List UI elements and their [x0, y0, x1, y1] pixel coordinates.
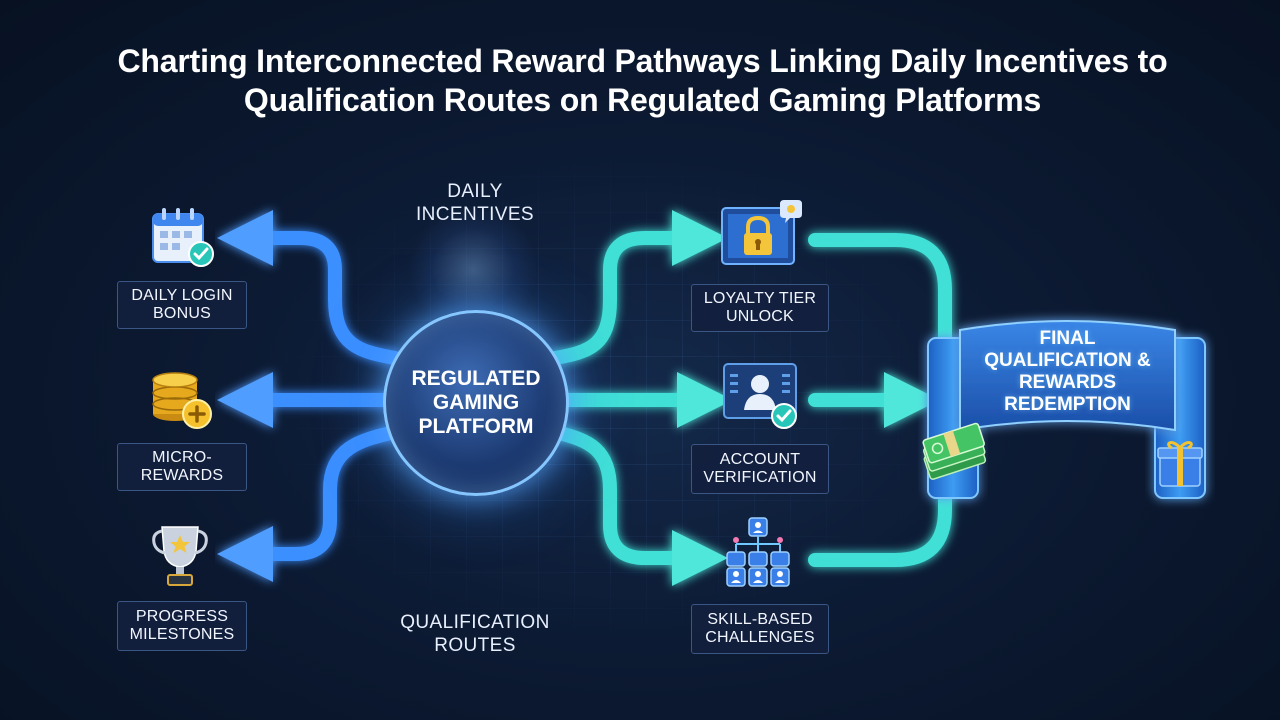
- section-label-qualification-routes: QUALIFICATION ROUTES: [400, 612, 550, 656]
- flow-to-daily-login: [217, 210, 402, 365]
- flow-loyalty-to-final: [808, 233, 952, 347]
- final-node-label: FINAL QUALIFICATION & REWARDS REDEMPTION: [984, 328, 1151, 415]
- final-arch: [927, 320, 1206, 499]
- node-label-daily-login-bonus: DAILY LOGIN BONUS: [117, 281, 247, 329]
- right-flows: [548, 210, 733, 586]
- flow-to-milestones: [217, 425, 402, 582]
- left-flows: [217, 210, 402, 582]
- node-label-progress-milestones: PROGRESS MILESTONES: [117, 601, 247, 651]
- id-card-check-icon: [723, 363, 797, 429]
- padlock-screen-icon: [721, 200, 802, 265]
- coin-stack-icon: [152, 372, 212, 429]
- flow-challenges-to-final: [808, 483, 952, 567]
- node-label-account-verification: ACCOUNT VERIFICATION: [691, 444, 829, 494]
- calendar-check-icon: [152, 208, 214, 267]
- flow-to-loyalty: [548, 210, 728, 365]
- node-label-loyalty-tier-unlock: LOYALTY TIER UNLOCK: [691, 284, 829, 332]
- org-chart-icon: [726, 517, 790, 587]
- final-flows: [808, 233, 952, 567]
- flow-to-challenges: [548, 425, 728, 586]
- hub-node: REGULATED GAMING PLATFORM: [383, 310, 569, 496]
- node-label-micro-rewards: MICRO-REWARDS: [117, 443, 247, 491]
- hub-label: REGULATED GAMING PLATFORM: [411, 367, 541, 438]
- node-label-skill-based-challenges: SKILL-BASED CHALLENGES: [691, 604, 829, 654]
- trophy-icon: [152, 526, 208, 586]
- section-label-daily-incentives: DAILY INCENTIVES: [415, 181, 535, 225]
- gift-box-icon: [1157, 441, 1203, 487]
- diagram-title: Charting Interconnected Reward Pathways …: [117, 43, 1168, 118]
- arch-banner: [959, 320, 1176, 432]
- cash-stack-icon: [922, 422, 987, 480]
